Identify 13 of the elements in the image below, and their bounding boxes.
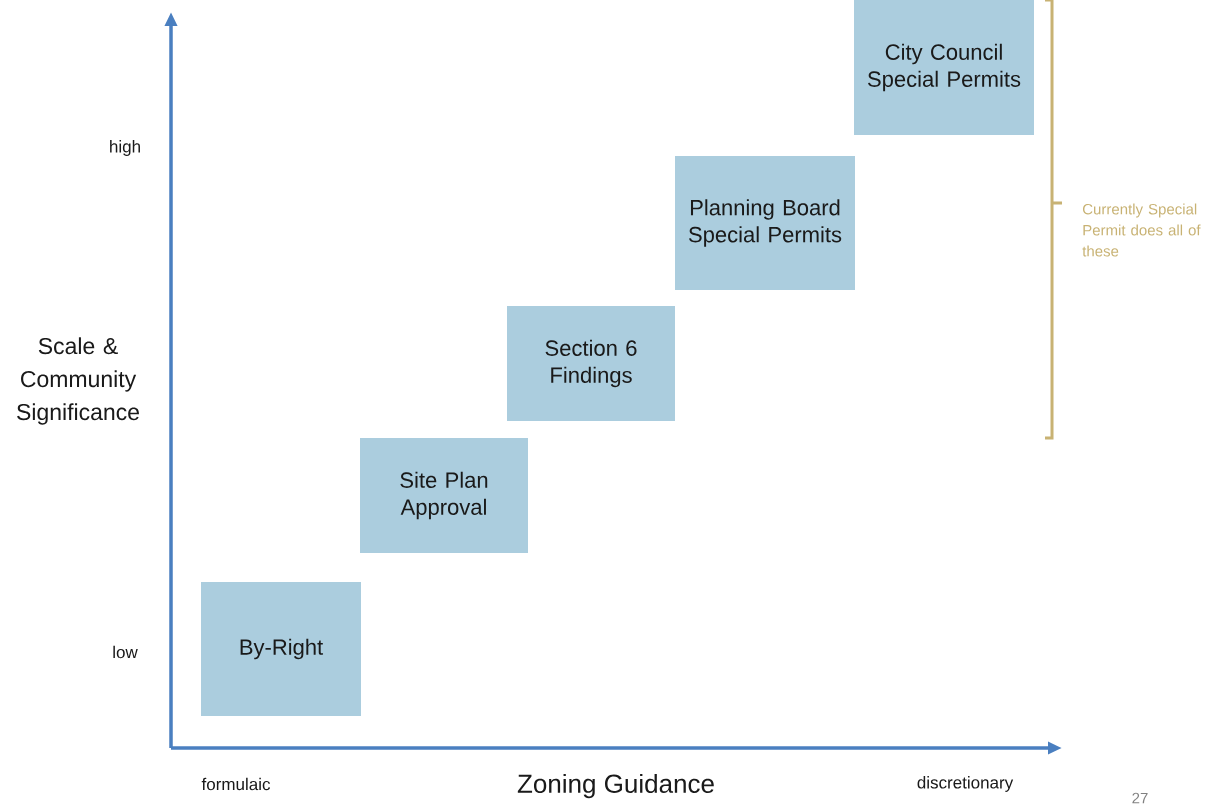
permit-box: Planning Board Special Permits xyxy=(675,156,855,290)
permit-box: City Council Special Permits xyxy=(854,0,1034,135)
permit-box: By-Right xyxy=(201,582,361,716)
permit-box: Site Plan Approval xyxy=(360,438,528,553)
bracket-note: Currently Special Permit does all of these xyxy=(1082,203,1201,257)
axis-label: Zoning Guidance xyxy=(517,773,714,799)
axis-label: Scale & Community Significance xyxy=(17,337,139,425)
tick-label: formulaic xyxy=(201,777,270,791)
page-number: 27 xyxy=(1132,792,1148,804)
tick-label: high xyxy=(110,140,140,156)
tick-label: discretionary xyxy=(917,776,1014,792)
tick-label: low xyxy=(113,645,138,659)
permit-box: Section 6 Findings xyxy=(507,306,675,421)
